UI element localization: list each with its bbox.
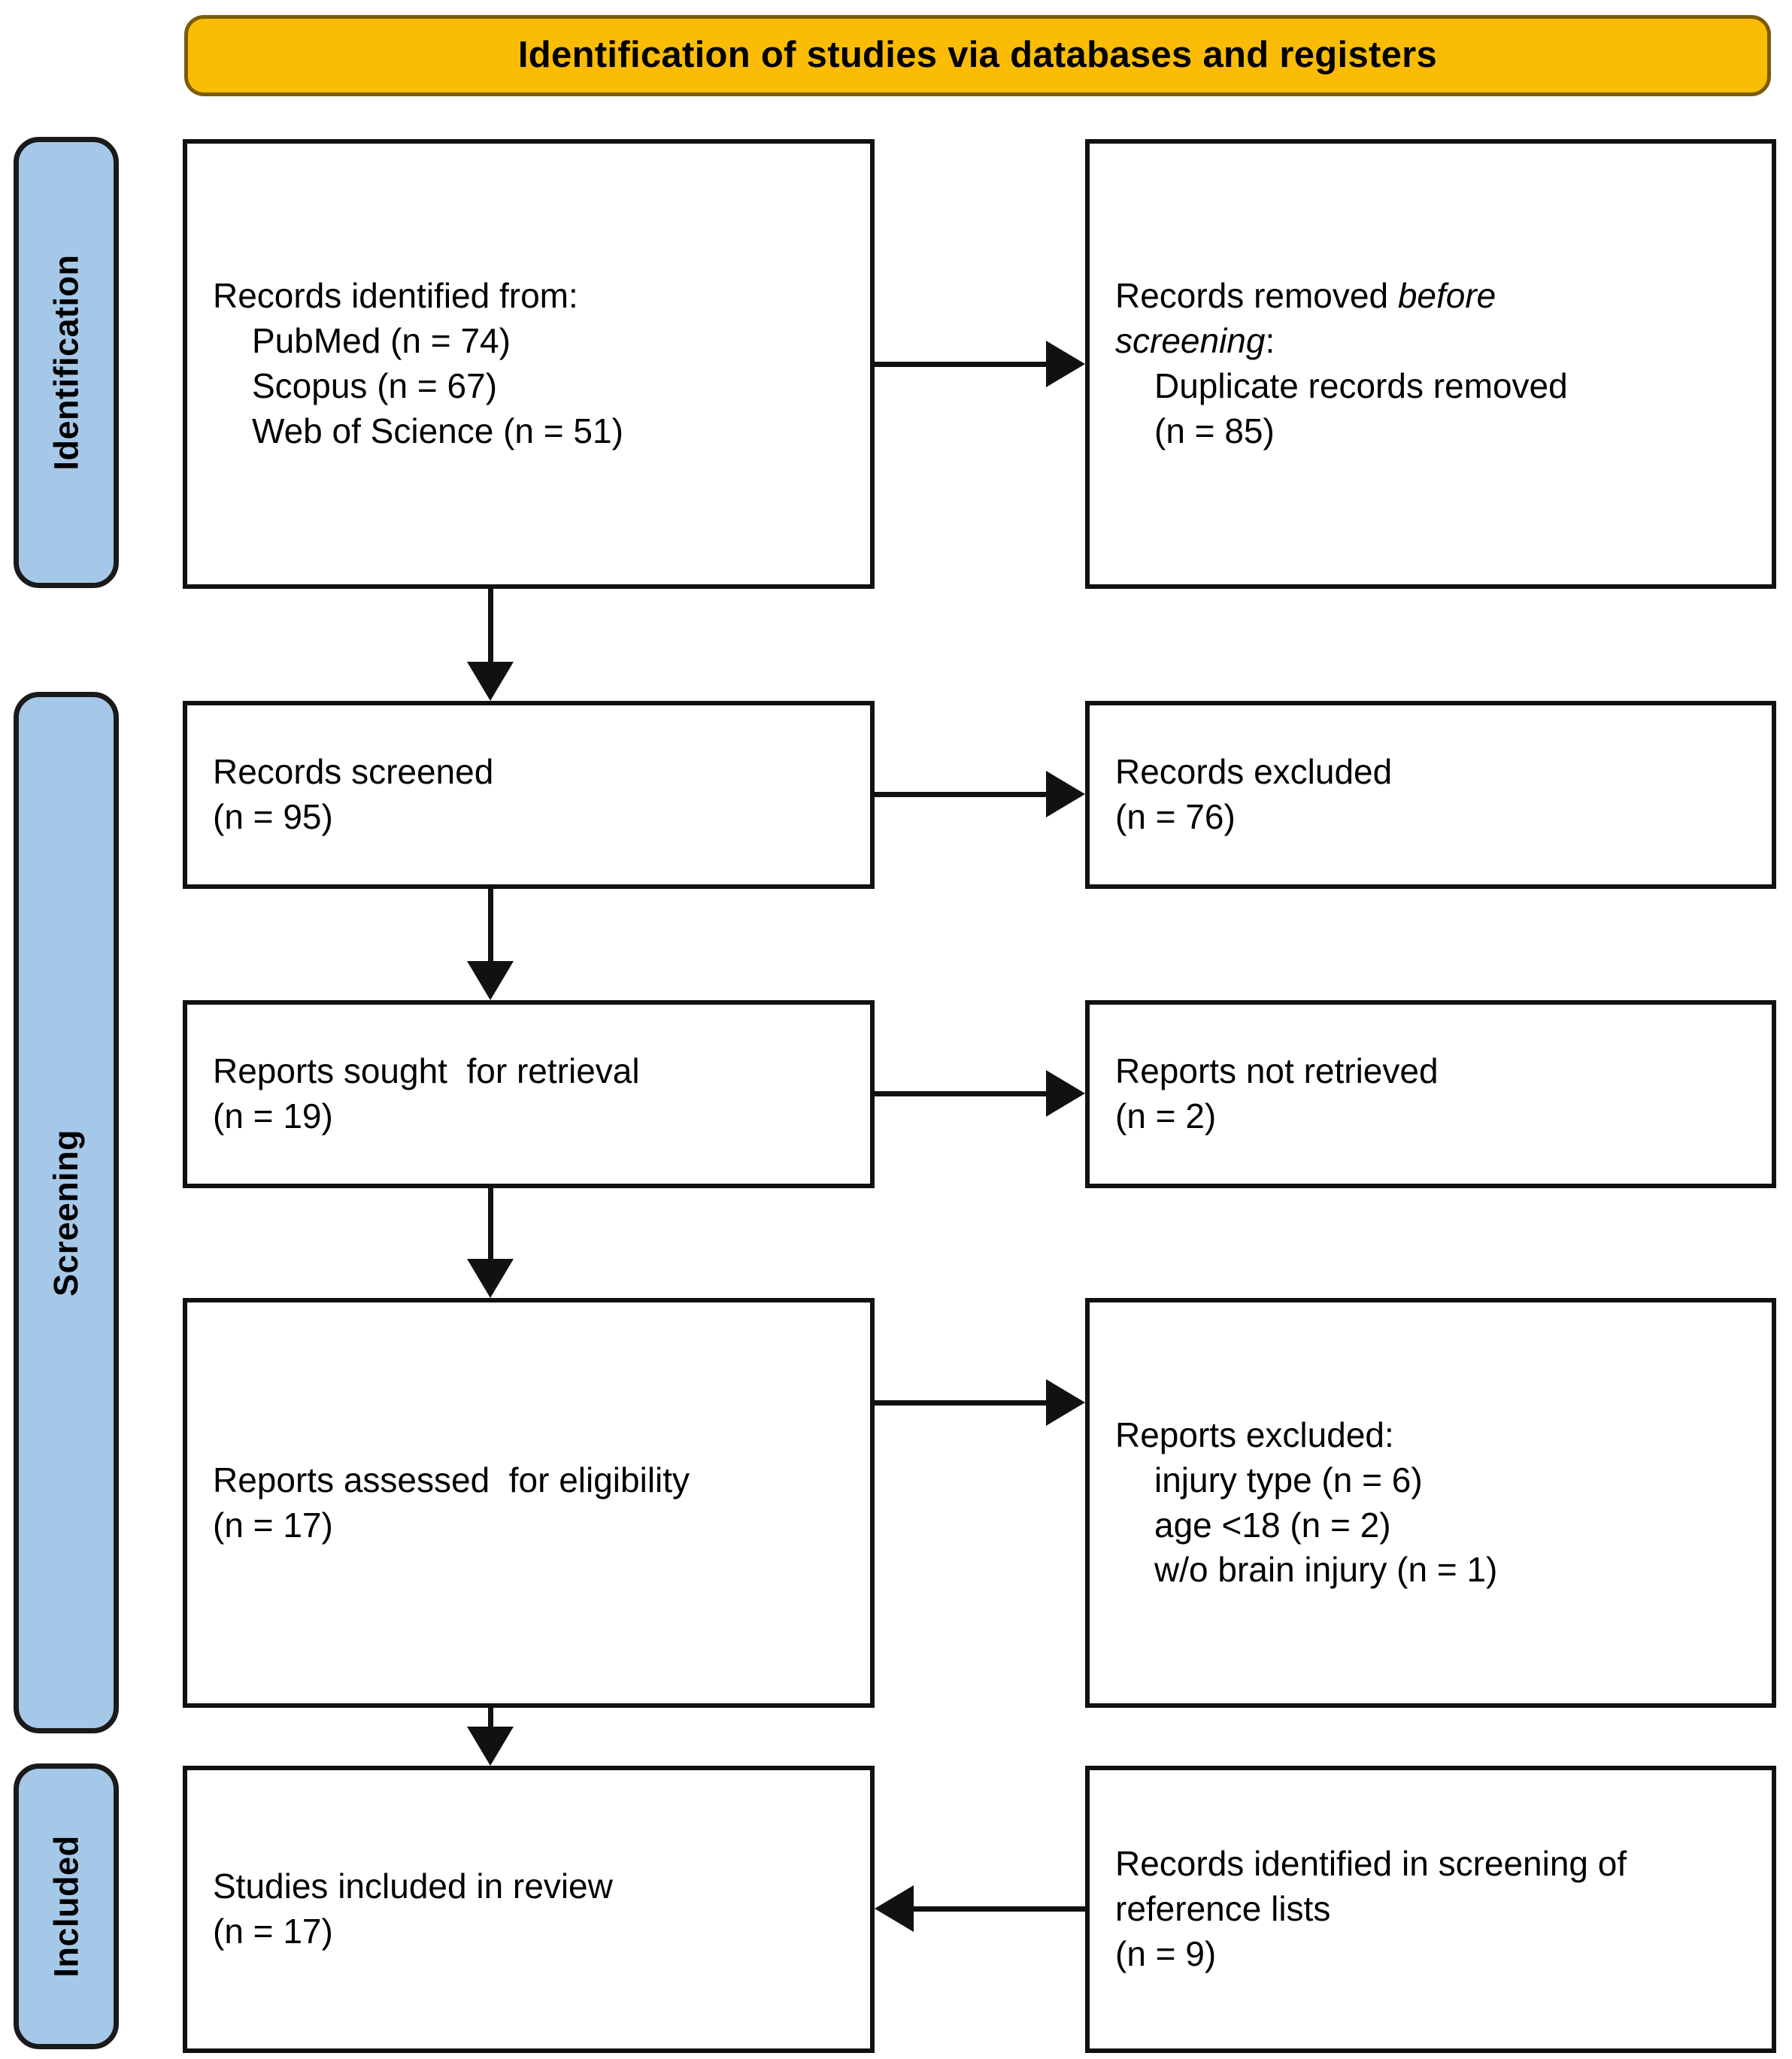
arrow-identified-to-screened-icon	[467, 662, 514, 701]
box-records-removed-subtitle-emph: screening	[1115, 321, 1266, 361]
arrow-assessed-to-included-icon	[467, 1727, 514, 1766]
arrow-screened-to-excluded-icon	[1046, 771, 1085, 817]
box-records-screened-count: (n = 95)	[213, 797, 333, 836]
box-reports-not-retrieved-count: (n = 2)	[1115, 1096, 1217, 1136]
box-reports-assessed: Reports assessed for eligibility (n = 17…	[183, 1298, 875, 1708]
arrow-identified-to-removed-icon	[1046, 341, 1085, 387]
box-reference-lists-title-line2: reference lists	[1115, 1889, 1331, 1929]
box-records-removed-subtitle: screening:	[1115, 319, 1746, 364]
connector-references-to-included	[914, 1906, 1085, 1912]
arrow-assessed-to-reports-excluded-icon	[1046, 1379, 1085, 1426]
box-records-identified-title: Records identified from:	[213, 276, 578, 316]
box-records-removed: Records removed before screening: Duplic…	[1085, 139, 1776, 589]
box-reports-excluded-item-age: age <18 (n = 2)	[1154, 1505, 1391, 1545]
box-reports-assessed-count: (n = 17)	[213, 1505, 333, 1545]
box-reports-sought-title: Reports sought for retrieval	[213, 1051, 640, 1091]
box-records-removed-title: Records removed before	[1115, 274, 1746, 319]
connector-identified-to-screened	[488, 589, 493, 662]
box-records-identified-item-pubmed: PubMed (n = 74)	[252, 321, 511, 361]
stage-label-included: Included	[14, 1763, 119, 2049]
box-records-removed-title-emph: before	[1397, 276, 1496, 316]
box-reports-excluded-title: Reports excluded:	[1115, 1415, 1394, 1454]
box-reference-lists-count: (n = 9)	[1115, 1933, 1217, 1973]
stage-label-included-text: Included	[47, 1835, 86, 1978]
box-records-removed-item-count: (n = 85)	[1154, 411, 1275, 450]
connector-assessed-to-reports-excluded	[875, 1400, 1046, 1406]
page-title: Identification of studies via databases …	[517, 35, 1438, 76]
box-records-excluded: Records excluded (n = 76)	[1085, 701, 1776, 889]
connector-assessed-to-included	[488, 1708, 493, 1727]
arrow-screened-to-sought-icon	[467, 961, 514, 1000]
box-records-excluded-title: Records excluded	[1115, 752, 1393, 792]
box-reports-not-retrieved-title: Reports not retrieved	[1115, 1051, 1439, 1091]
box-studies-included-count: (n = 17)	[213, 1912, 333, 1951]
box-reports-excluded-item-no-brain-injury: w/o brain injury (n = 1)	[1154, 1550, 1498, 1590]
box-records-identified-item-wos: Web of Science (n = 51)	[252, 411, 623, 450]
connector-sought-to-assessed	[488, 1188, 493, 1259]
connector-screened-to-sought	[488, 889, 493, 961]
arrow-sought-to-assessed-icon	[467, 1259, 514, 1298]
box-records-identified-item-scopus: Scopus (n = 67)	[252, 366, 498, 405]
arrow-sought-to-not-retrieved-icon	[1046, 1070, 1085, 1117]
box-studies-included: Studies included in review (n = 17)	[183, 1766, 875, 2053]
box-reports-sought-count: (n = 19)	[213, 1096, 333, 1136]
stage-label-screening-text: Screening	[47, 1129, 86, 1296]
box-reports-excluded-item-injury-type: injury type (n = 6)	[1154, 1460, 1423, 1500]
box-records-removed-title-text: Records removed	[1115, 276, 1398, 316]
box-reference-lists-title-line1: Records identified in screening of	[1115, 1844, 1627, 1884]
box-studies-included-title: Studies included in review	[213, 1866, 613, 1906]
stage-label-identification: Identification	[14, 137, 119, 588]
box-reports-not-retrieved: Reports not retrieved (n = 2)	[1085, 1000, 1776, 1188]
box-records-removed-subtitle-tail: :	[1265, 321, 1275, 361]
connector-screened-to-excluded	[875, 792, 1046, 797]
connector-identified-to-removed	[875, 362, 1046, 367]
box-reports-excluded: Reports excluded: injury type (n = 6) ag…	[1085, 1298, 1776, 1708]
box-reports-sought: Reports sought for retrieval (n = 19)	[183, 1000, 875, 1188]
box-records-excluded-count: (n = 76)	[1115, 797, 1236, 836]
arrow-references-to-included-icon	[875, 1885, 914, 1932]
box-records-removed-item-duplicates: Duplicate records removed	[1154, 366, 1568, 405]
stage-label-identification-text: Identification	[47, 254, 85, 471]
connector-sought-to-not-retrieved	[875, 1091, 1046, 1096]
box-records-screened: Records screened (n = 95)	[183, 701, 875, 889]
stage-label-screening: Screening	[14, 692, 119, 1733]
box-records-screened-title: Records screened	[213, 752, 494, 792]
box-reports-assessed-title: Reports assessed for eligibility	[213, 1460, 690, 1500]
box-records-identified: Records identified from: PubMed (n = 74)…	[183, 139, 875, 589]
box-reference-lists: Records identified in screening of refer…	[1085, 1766, 1776, 2053]
diagram-header-banner: Identification of studies via databases …	[184, 15, 1771, 96]
